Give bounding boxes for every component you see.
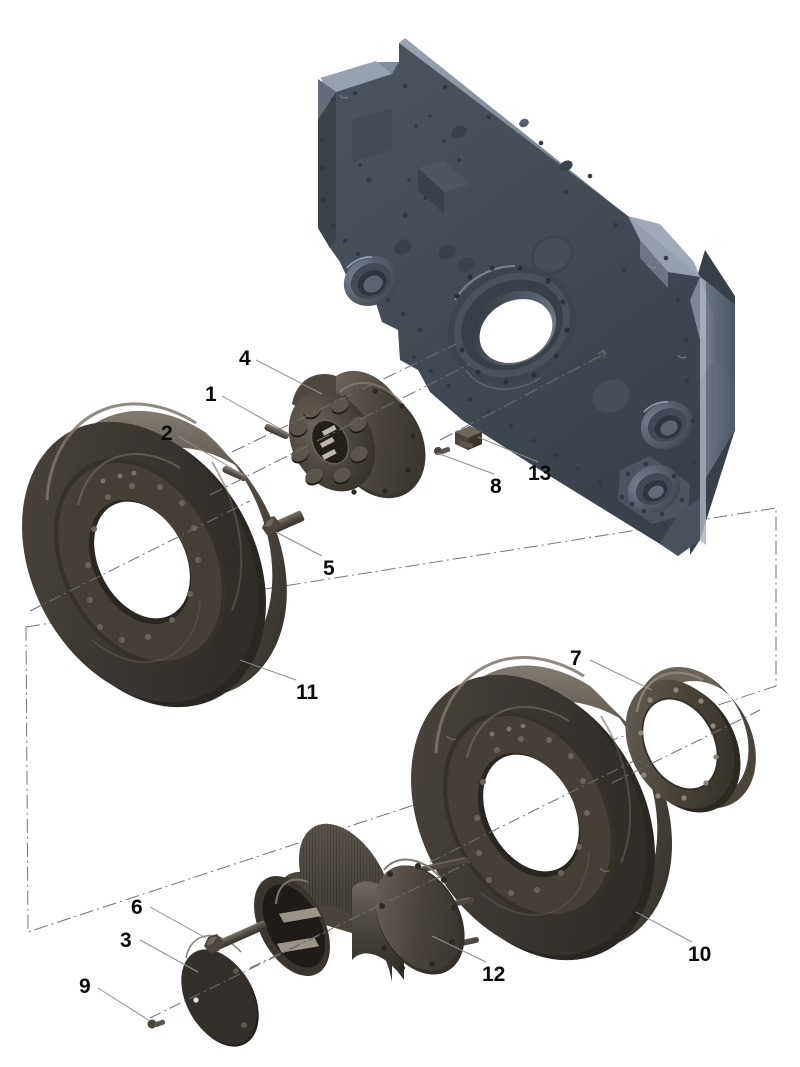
main-bearing-bore [448, 265, 576, 390]
callout-8[interactable]: 8 [490, 475, 502, 498]
part-11-brake-disc-upper [22, 402, 287, 708]
callout-12[interactable]: 12 [482, 963, 506, 986]
lower-right-bearing-boss-b [618, 456, 690, 524]
callout-6[interactable]: 6 [131, 896, 143, 919]
part-9-small-screw [147, 1019, 166, 1029]
callout-3[interactable]: 3 [120, 929, 132, 952]
housing-bore-centerline [439, 352, 607, 441]
gearbox-housing [318, 38, 735, 556]
callout-9[interactable]: 9 [79, 975, 91, 998]
part-1-dowel-pin [264, 423, 290, 439]
part-8-small-bolt [434, 446, 451, 455]
part-7-retaining-ring [611, 666, 761, 813]
housing-face-pockets [394, 118, 633, 416]
callout-leader-lines [97, 359, 693, 1022]
part-2-dowel-pin [222, 465, 248, 481]
callout-13[interactable]: 13 [528, 462, 552, 485]
lower-right-bearing-boss-a [640, 401, 694, 449]
assembly-boundary [25, 507, 777, 933]
housing-bolt-holes [319, 83, 697, 528]
callout-1[interactable]: 1 [205, 383, 217, 406]
callout-5[interactable]: 5 [323, 557, 335, 580]
callout-11[interactable]: 11 [296, 681, 319, 704]
left-bearing-boss [343, 256, 399, 306]
part-13-sensor-bracket [455, 426, 482, 450]
callout-10[interactable]: 10 [688, 943, 712, 966]
part-4-splined-hub-flange [288, 370, 426, 499]
callout-2[interactable]: 2 [161, 422, 173, 445]
callout-7[interactable]: 7 [570, 647, 582, 670]
part-12-wheel-hub [249, 823, 479, 982]
part-5-hex-bolt [262, 510, 305, 535]
callout-4[interactable]: 4 [239, 347, 251, 370]
part-3-cover-plate [149, 929, 331, 1047]
part-6-hex-bolt-long [204, 920, 267, 953]
assembly-centerlines [209, 343, 471, 496]
part-10-brake-disc-lower [409, 656, 673, 961]
